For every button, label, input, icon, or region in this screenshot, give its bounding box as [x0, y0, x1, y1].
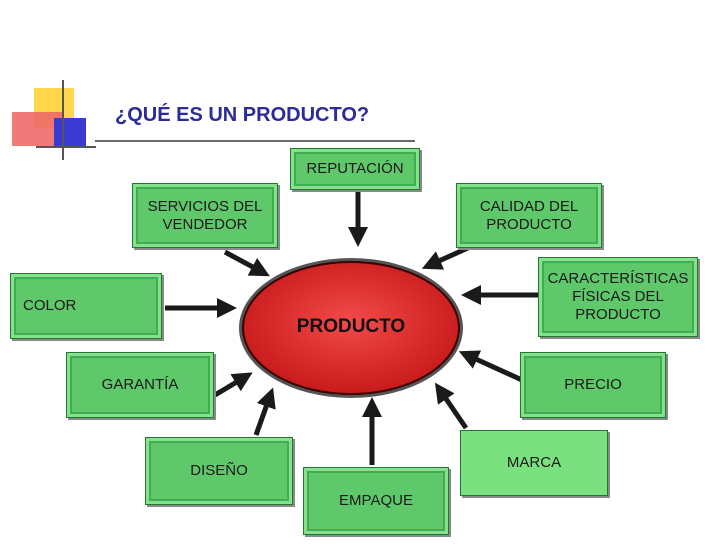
- node-garantia: GARANTÍA: [66, 352, 214, 418]
- arrow-diseno: [253, 387, 276, 436]
- horizontal-line-decoration: [36, 146, 96, 148]
- red-square-decoration: [12, 112, 62, 146]
- page-title: ¿QUÉ ES UN PRODUCTO?: [115, 104, 370, 126]
- arrow-calidad: [421, 244, 472, 270]
- node-reputacion: REPUTACIÓN: [290, 148, 420, 190]
- node-calidad-producto: CALIDAD DEL PRODUCTO: [456, 183, 602, 248]
- producto-label: PRODUCTO: [296, 316, 406, 337]
- title-underline: [95, 140, 415, 142]
- vertical-line-decoration: [62, 80, 64, 160]
- node-precio: PRECIO: [520, 352, 666, 418]
- node-caracteristicas-fisicas: CARACTERÍSTICAS FÍSICAS DEL PRODUCTO: [538, 257, 698, 337]
- arrow-servicios: [223, 249, 270, 277]
- node-empaque: EMPAQUE: [303, 467, 449, 535]
- blue-square-decoration: [54, 118, 86, 148]
- arrow-garantia: [213, 372, 253, 398]
- producto-ellipse: [239, 258, 463, 398]
- node-diseno: DISEÑO: [145, 437, 293, 505]
- node-color: COLOR: [10, 273, 162, 339]
- node-servicios-vendedor: SERVICIOS DEL VENDEDOR: [132, 183, 278, 248]
- node-marca: MARCA: [460, 430, 608, 496]
- arrow-precio: [458, 350, 524, 383]
- arrow-marca: [434, 382, 469, 430]
